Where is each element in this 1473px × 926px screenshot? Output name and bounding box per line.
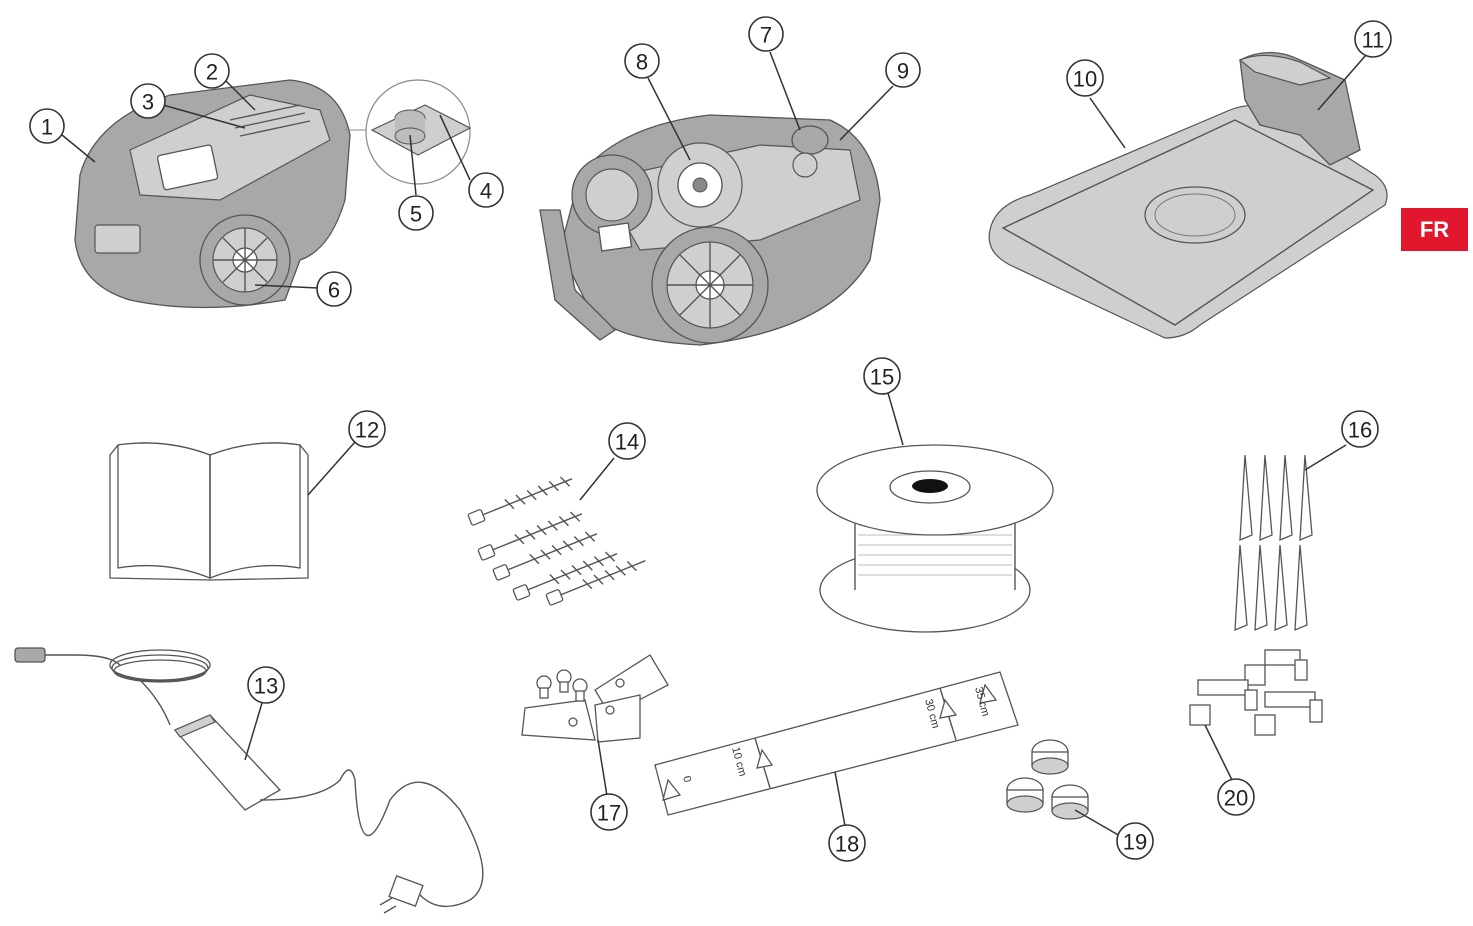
charging-station bbox=[989, 53, 1387, 339]
svg-text:6: 6 bbox=[328, 278, 340, 303]
callout-4: 4 bbox=[469, 173, 503, 207]
callout-14: 14 bbox=[609, 423, 645, 459]
drive-wheel-front bbox=[652, 227, 768, 343]
svg-text:2: 2 bbox=[206, 60, 218, 85]
callout-8: 8 bbox=[625, 44, 659, 78]
svg-text:14: 14 bbox=[615, 430, 639, 455]
svg-text:20: 20 bbox=[1224, 786, 1248, 811]
wire-couplers bbox=[1190, 650, 1322, 735]
svg-text:3: 3 bbox=[142, 90, 154, 115]
svg-text:15: 15 bbox=[870, 365, 894, 390]
wire-pegs bbox=[1235, 455, 1312, 630]
svg-text:19: 19 bbox=[1123, 830, 1147, 855]
callout-12: 12 bbox=[349, 411, 385, 447]
svg-text:5: 5 bbox=[410, 202, 422, 227]
svg-text:11: 11 bbox=[1362, 28, 1385, 53]
svg-text:17: 17 bbox=[597, 801, 621, 826]
callout-16: 16 bbox=[1342, 411, 1378, 447]
callout-5: 5 bbox=[399, 196, 433, 230]
svg-text:10: 10 bbox=[1073, 67, 1097, 92]
svg-text:1: 1 bbox=[41, 115, 53, 140]
measuring-gauge: 0 10 cm 30 cm 35 cm bbox=[655, 672, 1018, 815]
callout-15: 15 bbox=[864, 358, 900, 394]
callout-17: 17 bbox=[591, 794, 627, 830]
callout-2: 2 bbox=[195, 54, 229, 88]
robot-mower-underside bbox=[540, 115, 880, 345]
svg-text:9: 9 bbox=[897, 59, 909, 84]
rear-wheel bbox=[200, 215, 290, 305]
callout-19: 19 bbox=[1117, 823, 1153, 859]
stop-button-detail bbox=[345, 80, 470, 184]
svg-text:16: 16 bbox=[1348, 418, 1372, 443]
instruction-manual bbox=[110, 443, 308, 580]
callout-18: 18 bbox=[829, 825, 865, 861]
callout-10: 10 bbox=[1067, 60, 1103, 96]
callout-7: 7 bbox=[749, 17, 783, 51]
callout-6: 6 bbox=[317, 272, 351, 306]
wire-connectors bbox=[1007, 740, 1088, 819]
replacement-blades bbox=[522, 655, 668, 742]
svg-text:18: 18 bbox=[835, 832, 859, 857]
callout-9: 9 bbox=[886, 53, 920, 87]
fixing-screws bbox=[468, 473, 648, 605]
svg-text:13: 13 bbox=[254, 674, 278, 699]
svg-text:12: 12 bbox=[355, 418, 379, 443]
boundary-wire-spool bbox=[817, 445, 1053, 632]
svg-text:4: 4 bbox=[480, 179, 492, 204]
svg-text:8: 8 bbox=[636, 50, 648, 75]
robot-mower-top-view bbox=[75, 80, 470, 308]
callout-13: 13 bbox=[248, 667, 284, 703]
callout-1: 1 bbox=[30, 109, 64, 143]
svg-text:7: 7 bbox=[760, 23, 772, 48]
callout-3: 3 bbox=[131, 84, 165, 118]
callout-11: 11 bbox=[1355, 21, 1391, 57]
callout-20: 20 bbox=[1218, 779, 1254, 815]
drive-wheel-back bbox=[572, 155, 652, 235]
